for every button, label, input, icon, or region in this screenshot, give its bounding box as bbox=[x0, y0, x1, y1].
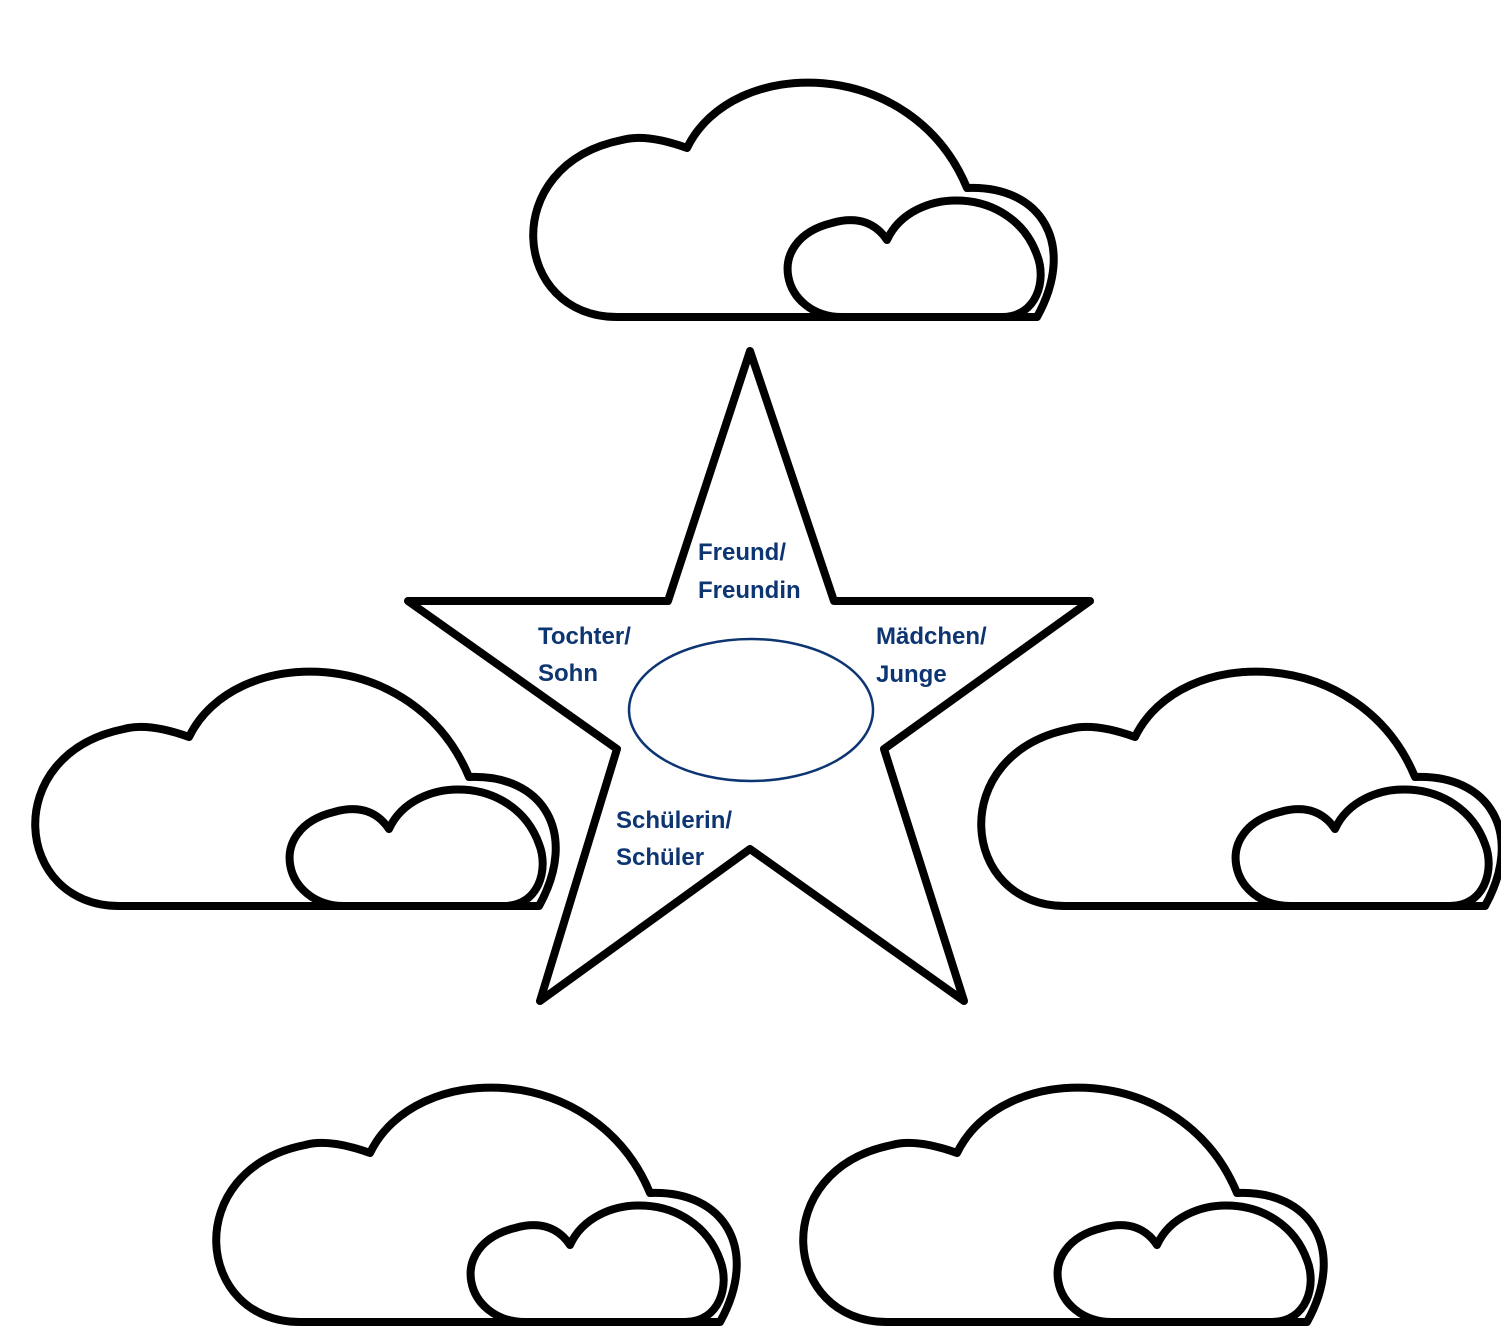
label-bottom-line1: Schülerin/ bbox=[616, 807, 732, 834]
cloud-top bbox=[533, 83, 1054, 317]
cloud-bottom-right bbox=[803, 1088, 1324, 1322]
label-top-line2: Freundin bbox=[698, 577, 801, 604]
label-top-line1: Freund/ bbox=[698, 539, 786, 566]
cloud-right bbox=[981, 672, 1501, 906]
center-name-ellipse[interactable] bbox=[627, 637, 875, 783]
label-right-line2: Junge bbox=[876, 661, 947, 688]
star-shape bbox=[404, 347, 1094, 1005]
cloud-bottom-left bbox=[216, 1088, 737, 1322]
label-right-line1: Mädchen/ bbox=[876, 623, 987, 650]
label-left-line2: Sohn bbox=[538, 660, 598, 687]
label-left-line1: Tochter/ bbox=[538, 623, 631, 650]
label-bottom-line2: Schüler bbox=[616, 844, 704, 871]
cloud-left bbox=[35, 672, 556, 906]
